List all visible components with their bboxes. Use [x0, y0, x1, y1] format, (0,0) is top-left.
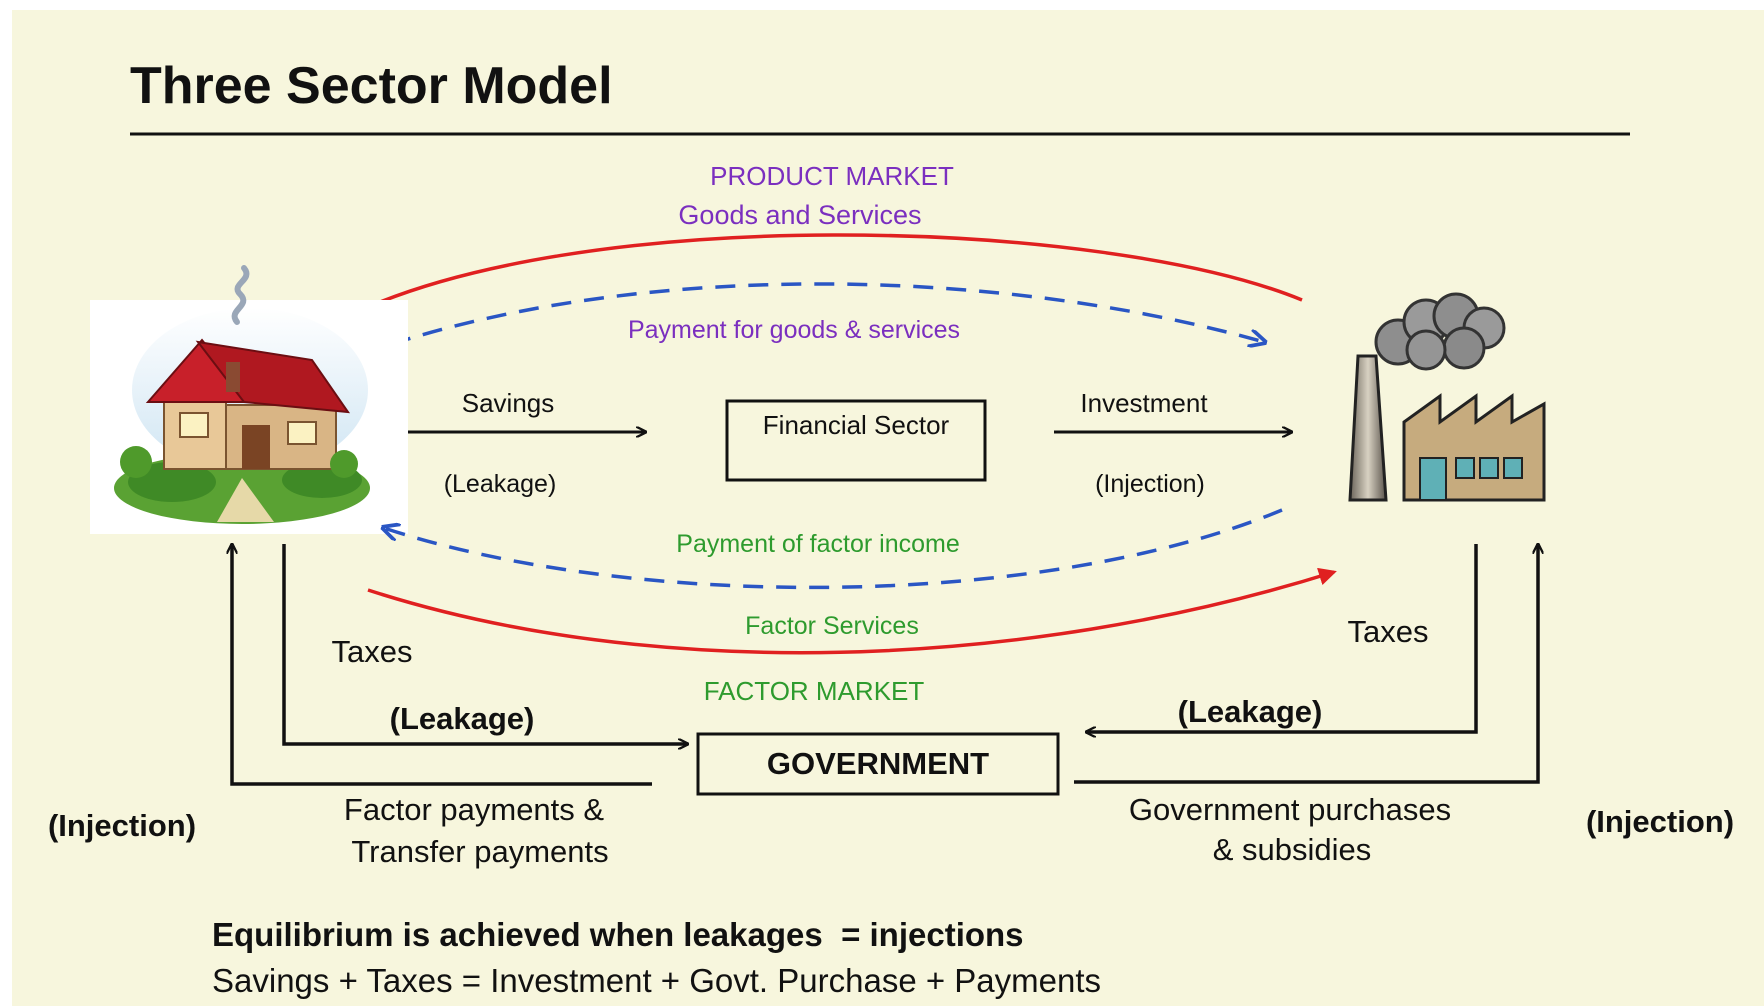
investment-injection-label: (Injection) — [1095, 470, 1205, 498]
savings-label: Savings — [462, 388, 555, 418]
government-purchases-line1: Government purchases — [1129, 792, 1451, 827]
government-purchases-line2: & subsidies — [1213, 832, 1372, 867]
leakage-right-label: (Leakage) — [1178, 694, 1323, 729]
investment-label: Investment — [1080, 388, 1208, 418]
payment-goods-label: Payment for goods & services — [628, 316, 960, 344]
goods-and-services-label: Goods and Services — [678, 200, 921, 230]
taxes-left-arrow — [282, 544, 688, 744]
factory-icon — [1348, 292, 1546, 502]
three-sector-diagram: Three Sector Model PRODUCT MARKET Goods … — [48, 57, 1734, 999]
taxes-right-arrow — [1086, 544, 1478, 732]
government-box — [696, 732, 1060, 796]
goods-services-arrow — [337, 233, 1303, 322]
injection-right-label: (Injection) — [1586, 804, 1734, 839]
transfer-payments-line1: Factor payments & — [344, 792, 604, 827]
factor-market-heading: FACTOR MARKET — [704, 676, 925, 706]
leakage-left-label: (Leakage) — [390, 701, 535, 736]
taxes-left-label: Taxes — [332, 634, 413, 669]
transfer-payments-line2: Transfer payments — [351, 834, 608, 869]
taxes-right-label: Taxes — [1348, 614, 1429, 649]
government-purchases-arrow — [1074, 544, 1538, 784]
slide: Three Sector Model PRODUCT MARKET Goods … — [12, 10, 1764, 1006]
equilibrium-equation: Savings + Taxes = Investment + Govt. Pur… — [212, 962, 1101, 999]
product-market-heading: PRODUCT MARKET — [710, 161, 954, 191]
financial-sector-label: Financial Sector — [763, 410, 950, 440]
injection-left-label: (Injection) — [48, 808, 196, 843]
factor-services-label: Factor Services — [745, 612, 919, 640]
factor-income-label: Payment of factor income — [676, 530, 959, 558]
equilibrium-statement: Equilibrium is achieved when leakages = … — [212, 916, 1024, 953]
transfer-payments-arrow — [232, 544, 652, 786]
government-label: GOVERNMENT — [767, 746, 989, 781]
house-icon — [90, 265, 408, 534]
financial-sector-box — [725, 399, 987, 482]
page-title: Three Sector Model — [130, 57, 613, 115]
savings-leakage-label: (Leakage) — [444, 470, 557, 498]
factor-services-arrow — [367, 567, 1337, 655]
